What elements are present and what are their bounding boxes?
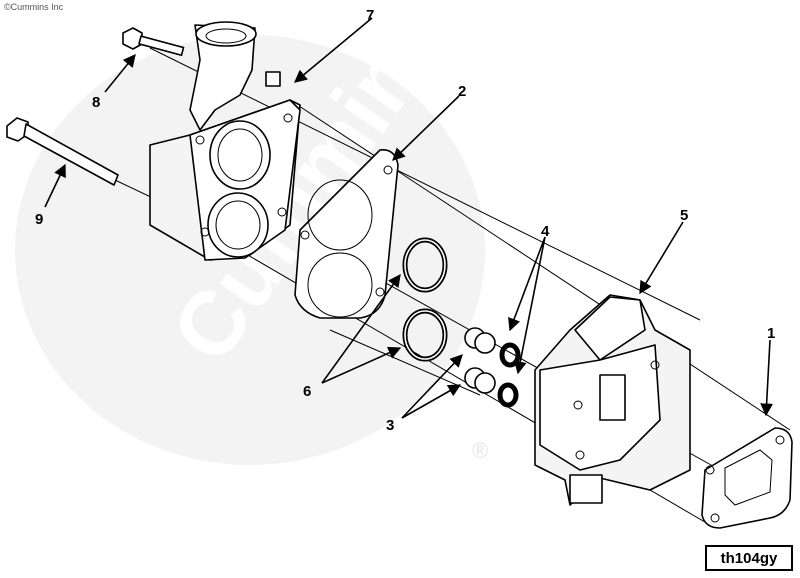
copyright-text: ©Cummins Inc xyxy=(4,2,64,12)
housing-part-7 xyxy=(149,21,301,261)
callout-3: 3 xyxy=(386,417,394,434)
long-bolt-part-9 xyxy=(6,117,119,186)
leader-arrows xyxy=(44,17,774,419)
cover-gasket-part-1 xyxy=(701,427,793,529)
callout-6: 6 xyxy=(303,383,311,400)
callout-8: 8 xyxy=(92,94,100,111)
callout-5: 5 xyxy=(680,207,688,224)
short-bolt-part-8 xyxy=(122,27,185,57)
reference-code-box: th104gy xyxy=(705,545,793,571)
gasket-part-2 xyxy=(294,148,399,319)
registered-mark: ® xyxy=(472,438,489,463)
callout-2: 2 xyxy=(458,83,466,100)
callout-7: 7 xyxy=(366,7,374,24)
callout-9: 9 xyxy=(35,211,43,228)
plugs-part-3 xyxy=(464,327,496,394)
callout-1: 1 xyxy=(767,325,775,342)
seals-part-4 xyxy=(497,342,521,408)
callout-4: 4 xyxy=(541,223,550,240)
thermostat-housing-part-5 xyxy=(534,294,691,506)
o-rings-part-6 xyxy=(402,237,448,362)
